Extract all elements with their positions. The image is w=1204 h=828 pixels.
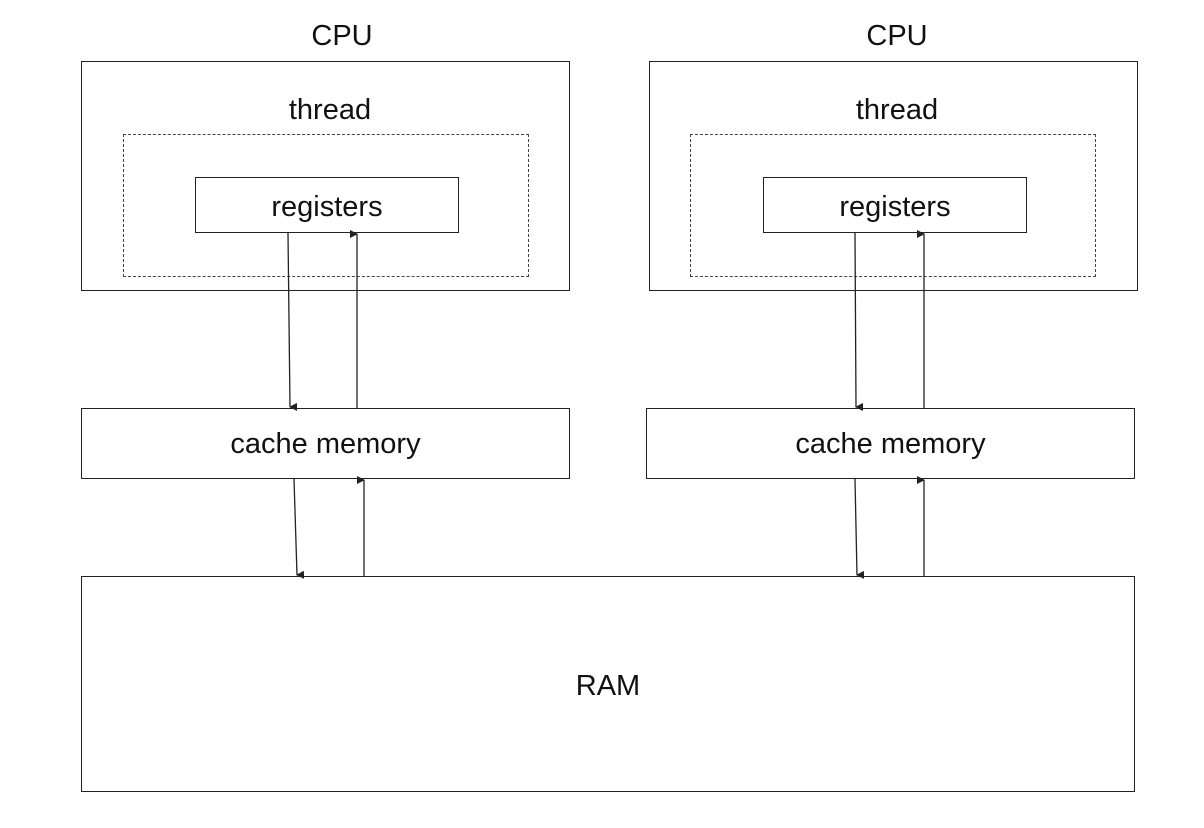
cpu-2-registers-label: registers	[839, 191, 951, 223]
ram-label: RAM	[575, 670, 641, 702]
cpu-1-thread-box	[123, 134, 529, 277]
cache-2-to-ram-arrow	[854, 478, 865, 579]
cpu-2-title: CPU	[866, 20, 928, 52]
cache-memory-1-label: cache memory	[230, 428, 421, 460]
cpu-1-title: CPU	[311, 20, 373, 52]
cpu-2-registers-box	[763, 177, 1027, 233]
cpu-2-box	[649, 61, 1138, 291]
cache-1-to-ram-arrow	[293, 478, 305, 579]
cache-memory-1-box	[81, 408, 570, 479]
cpu-1-box	[81, 61, 570, 291]
cpu-2-thread-box	[690, 134, 1096, 277]
cache-memory-2-label: cache memory	[795, 428, 986, 460]
cpu-1-thread-label: thread	[288, 94, 372, 126]
cache-memory-2-box	[646, 408, 1135, 479]
ram-box	[81, 576, 1135, 792]
cpu-1-registers-label: registers	[271, 191, 383, 223]
cpu-2-thread-label: thread	[855, 94, 939, 126]
cpu-1-registers-box	[195, 177, 459, 233]
